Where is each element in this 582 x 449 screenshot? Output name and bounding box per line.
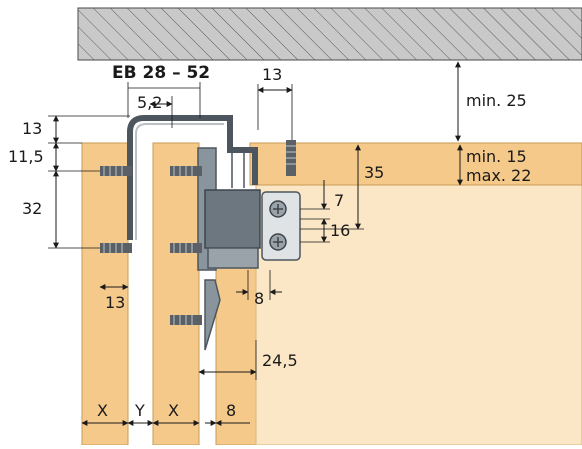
dim-min-25: min. 25 [466, 91, 527, 110]
dim-13-top: 13 [262, 65, 282, 84]
dim-13-lower: 13 [105, 293, 125, 312]
dim-min-15: min. 15 [466, 147, 527, 166]
dim-8-mid: 8 [254, 289, 264, 308]
dim-11-5: 11,5 [8, 147, 44, 166]
drawer-runner-profile [127, 115, 261, 351]
dim-32: 32 [22, 199, 42, 218]
drawer-side-board [249, 142, 582, 186]
screw-group [100, 140, 296, 325]
dim-24-5: 24,5 [262, 351, 298, 370]
title-label: EB 28 – 52 [112, 63, 210, 83]
dim-5-2: 5,2 [137, 93, 162, 112]
dim-x-left: X [97, 401, 108, 420]
dim-8-bottom: 8 [226, 401, 236, 420]
dim-7: 7 [334, 191, 344, 210]
dim-35: 35 [364, 163, 384, 182]
cabinet-side-panel-left [81, 142, 129, 446]
dim-13-left: 13 [22, 119, 42, 138]
cabinet-side-panel-middle [152, 142, 200, 446]
dim-max-22: max. 22 [466, 166, 531, 185]
drawer-box-light-panel [255, 184, 582, 446]
dim-16: 16 [330, 221, 350, 240]
locking-device-plate [261, 191, 301, 261]
dim-y: Y [134, 401, 145, 420]
ceiling-hatched-panel [77, 7, 582, 61]
dim-x-right: X [168, 401, 179, 420]
